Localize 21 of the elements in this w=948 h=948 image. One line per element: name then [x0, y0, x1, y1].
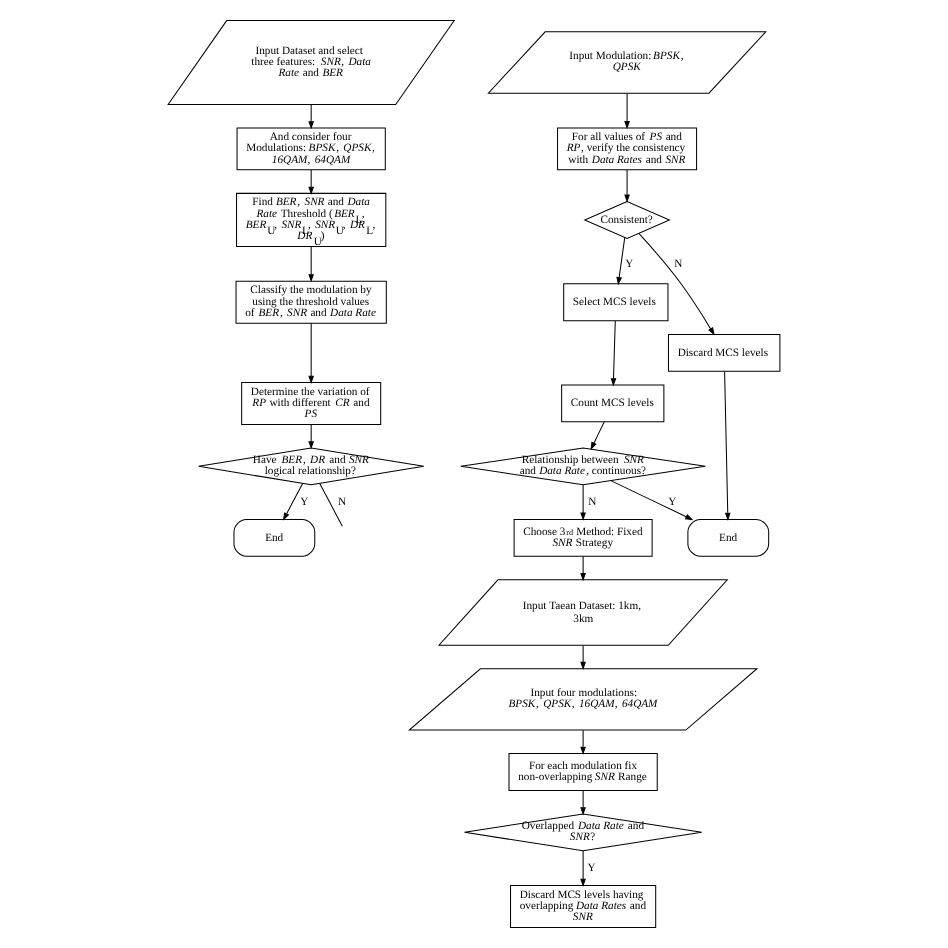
- arrow: [610, 320, 617, 387]
- arrow: [616, 237, 626, 286]
- arrow: [580, 850, 586, 887]
- arrow: [638, 232, 715, 336]
- arrow: [282, 482, 304, 521]
- arrow: [580, 729, 586, 755]
- connector: [319, 482, 343, 527]
- arrow: [580, 484, 586, 521]
- arrow: [308, 169, 315, 195]
- arrow: [580, 790, 586, 816]
- arrow: [580, 556, 586, 582]
- arrow: [624, 169, 630, 203]
- arrow: [308, 424, 315, 450]
- arrow: [308, 246, 315, 283]
- arrow: [610, 480, 694, 521]
- arrow: [308, 104, 315, 130]
- arrow: [724, 370, 731, 521]
- arrow: [308, 322, 315, 384]
- arrow: [580, 645, 586, 671]
- arrow: [590, 421, 605, 451]
- arrow: [624, 93, 630, 130]
